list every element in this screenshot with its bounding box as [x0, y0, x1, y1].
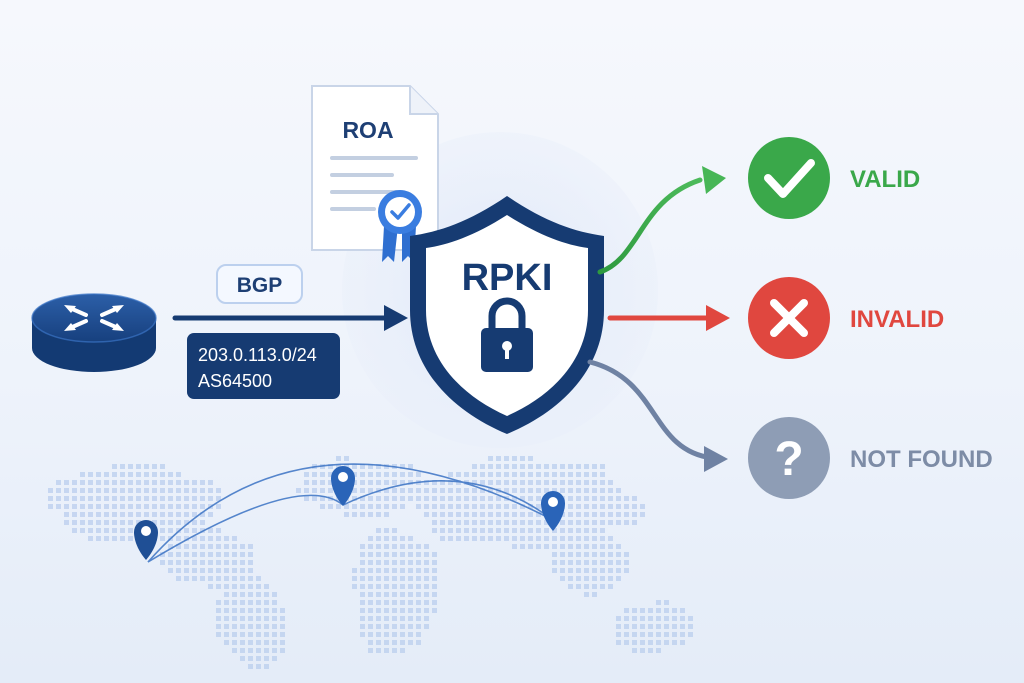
- valid-label: VALID: [850, 166, 920, 193]
- invalid-label: INVALID: [850, 306, 944, 333]
- router-icon: [31, 293, 157, 372]
- route-arcs: [147, 463, 554, 563]
- prefix-text: 203.0.113.0/24: [198, 345, 317, 365]
- invalid-arrow: [607, 305, 730, 331]
- route-announcement: 203.0.113.0/24 AS64500: [187, 333, 340, 399]
- roa-document-icon: ROA: [311, 85, 439, 251]
- bgp-arrow: [172, 305, 408, 331]
- not-found-status: ? NOT FOUND: [748, 417, 993, 499]
- map-pin-icon: [541, 491, 565, 531]
- asn-text: AS64500: [198, 371, 272, 391]
- bgp-label: BGP: [216, 264, 303, 304]
- valid-arrow: [597, 166, 726, 275]
- question-icon: [748, 417, 830, 499]
- roa-title: ROA: [342, 117, 393, 143]
- bgp-label-text: BGP: [237, 274, 283, 297]
- map-pin-icon: [331, 466, 355, 506]
- not-found-arrow: [587, 359, 728, 472]
- lock-icon: [481, 297, 533, 372]
- not-found-label: NOT FOUND: [850, 446, 993, 473]
- rpki-shield-icon: RPKI: [410, 196, 604, 434]
- map-pin-icon: [134, 520, 158, 560]
- svg-text:?: ?: [774, 433, 803, 486]
- world-map: [48, 456, 693, 669]
- invalid-status: INVALID: [748, 277, 944, 359]
- valid-status: VALID: [748, 137, 920, 219]
- check-icon: [748, 137, 830, 219]
- rpki-label: RPKI: [462, 257, 553, 299]
